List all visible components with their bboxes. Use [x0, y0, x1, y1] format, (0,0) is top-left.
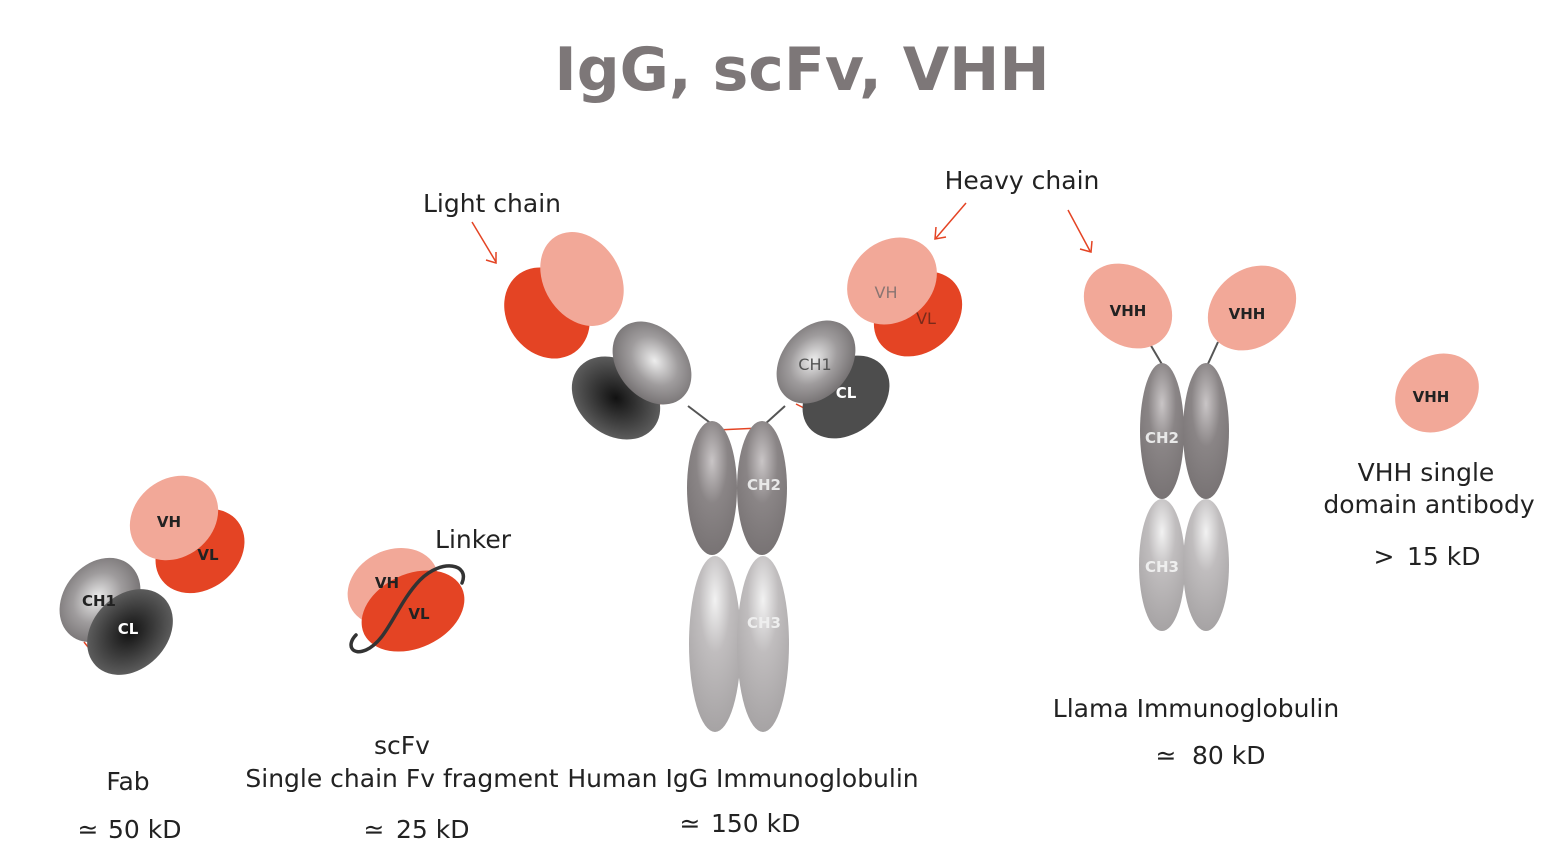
- heavy-chain-callout: Heavy chain: [945, 166, 1100, 195]
- igg-ch3-left-domain: [689, 556, 741, 732]
- fab-vh-label: VH: [157, 513, 181, 531]
- scfv-vh-label: VH: [375, 574, 399, 592]
- light-chain-callout: Light chain: [423, 189, 561, 218]
- igg-right-vh-domain: [847, 237, 937, 325]
- llama-vhh-right-label: VHH: [1229, 305, 1266, 323]
- llama-caption: Llama Immunoglobulin: [1053, 694, 1339, 723]
- scfv-subcaption: Single chain Fv fragment: [245, 764, 558, 793]
- page-title: IgG, scFv, VHH: [554, 35, 1049, 105]
- igg-ch2-left-domain: [687, 421, 737, 555]
- scfv-caption: scFv: [374, 731, 430, 760]
- igg-right-ch1-label: CH1: [798, 355, 831, 374]
- vhh-single-label: VHH: [1413, 388, 1450, 406]
- llama-structure: VHH VHH CH2 CH3: [1083, 263, 1297, 631]
- igg-right-cl-label: CL: [836, 384, 857, 402]
- llama-hinge-left: [1149, 343, 1164, 367]
- scfv-approx-symbol: ≃: [364, 815, 385, 844]
- fab-caption: Fab: [106, 767, 149, 796]
- igg-hinge-right: [763, 405, 786, 426]
- llama-ch3-left-domain: [1139, 499, 1185, 631]
- llama-vhh-right-domain: [1207, 265, 1297, 351]
- llama-size: 80 kD: [1192, 741, 1266, 770]
- fab-cl-label: CL: [118, 620, 139, 638]
- fab-cl-domain: [87, 589, 173, 675]
- linker-callout: Linker: [435, 525, 512, 554]
- light-chain-arrow: [471, 221, 497, 265]
- vhh-structure: VHH: [1395, 353, 1479, 433]
- fab-structure: VH VL CH1 CL: [59, 475, 245, 675]
- llama-approx-symbol: ≃: [1156, 741, 1177, 770]
- vhh-single-domain: [1395, 353, 1479, 433]
- fab-ch1-label: CH1: [82, 592, 116, 610]
- vhh-approx-symbol: >: [1374, 542, 1395, 571]
- scfv-size: 25 kD: [396, 815, 470, 844]
- scfv-structure: VH VL: [347, 548, 466, 654]
- igg-ch3-label: CH3: [747, 614, 781, 632]
- vhh-size: 15 kD: [1407, 542, 1481, 571]
- heavy-chain-arrow-right: [1067, 209, 1093, 253]
- igg-structure: VH VL CH1 CL CH2 CH3: [504, 232, 963, 732]
- fab-size: 50 kD: [108, 815, 182, 844]
- llama-ch2-label: CH2: [1145, 429, 1179, 447]
- igg-ch2-right-domain: [737, 421, 787, 555]
- vhh-caption-line2: domain antibody: [1323, 490, 1535, 519]
- llama-hinge-right: [1206, 341, 1219, 367]
- igg-left-ch1-domain: [612, 321, 692, 405]
- llama-ch3-label: CH3: [1145, 558, 1179, 576]
- llama-ch2-left-domain: [1140, 363, 1184, 499]
- llama-ch3-right-domain: [1183, 499, 1229, 631]
- igg-approx-symbol: ≃: [680, 809, 701, 838]
- igg-caption: Human IgG Immunoglobulin: [567, 764, 918, 793]
- igg-left-vh-domain: [540, 232, 624, 326]
- llama-vhh-left-domain: [1083, 263, 1173, 349]
- llama-ch2-right-domain: [1183, 363, 1229, 499]
- igg-right-vl-label: VL: [916, 309, 936, 328]
- fab-approx-symbol: ≃: [78, 815, 99, 844]
- igg-size: 150 kD: [711, 809, 800, 838]
- vhh-caption-line1: VHH single: [1358, 458, 1495, 487]
- igg-ch3-right-domain: [737, 556, 789, 732]
- heavy-chain-arrow-left: [934, 202, 967, 240]
- scfv-linker: [349, 564, 466, 654]
- igg-right-ch1-domain: [776, 320, 856, 404]
- fab-vh-domain: [129, 475, 219, 561]
- igg-right-vh-label: VH: [875, 283, 898, 302]
- igg-ch2-label: CH2: [747, 476, 781, 494]
- scfv-vl-label: VL: [408, 605, 430, 623]
- fab-vl-label: VL: [197, 546, 219, 564]
- llama-vhh-left-label: VHH: [1110, 302, 1147, 320]
